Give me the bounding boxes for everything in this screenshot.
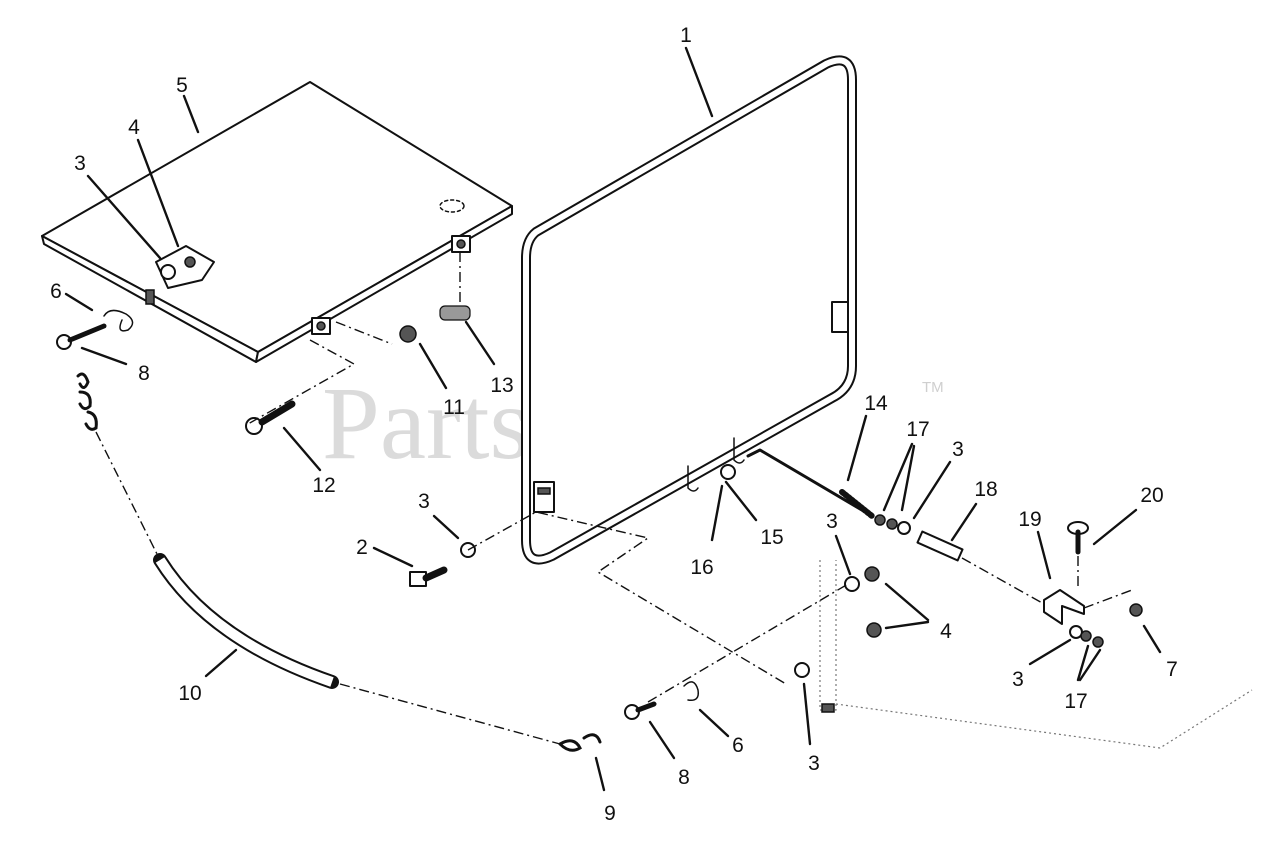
callout-11: 11: [443, 396, 465, 419]
callout-9: 9: [604, 802, 616, 825]
callout-6-upper: 6: [50, 280, 62, 303]
callout-3-post: 3: [826, 510, 838, 533]
callout-8-lower: 8: [678, 766, 690, 789]
callout-labels: 1 5 4 3 6 8 11 13 12 3 2 10 15 16 14 17 …: [50, 24, 1178, 825]
callout-12: 12: [312, 474, 335, 497]
callout-14: 14: [864, 392, 888, 415]
callout-5: 5: [176, 74, 188, 97]
callout-3-rod: 3: [952, 438, 964, 461]
callout-8-upper: 8: [138, 362, 150, 385]
callout-3-bracket: 3: [1012, 668, 1024, 691]
leader-lines: [64, 46, 1162, 792]
lid-panel: [41, 81, 513, 363]
hardware: [56, 305, 1253, 749]
callout-3-left: 3: [418, 490, 430, 513]
callout-1: 1: [680, 24, 692, 47]
callout-17-lower: 17: [1064, 690, 1087, 713]
chain-and-hose: [76, 372, 602, 752]
assembly-lines: [95, 252, 1133, 745]
callout-19: 19: [1018, 508, 1041, 531]
callout-17-upper: 17: [906, 418, 929, 441]
callout-10: 10: [178, 682, 201, 705]
callout-16: 16: [690, 556, 713, 579]
callout-2: 2: [356, 536, 368, 559]
callout-15: 15: [760, 526, 783, 549]
callout-3-lid: 3: [74, 152, 86, 175]
callout-6-lower: 6: [732, 734, 744, 757]
callout-3-lower: 3: [808, 752, 820, 775]
callout-18: 18: [974, 478, 997, 501]
callout-13: 13: [490, 374, 513, 397]
callout-4-lid: 4: [128, 116, 140, 139]
watermark-trademark: TM: [922, 379, 944, 396]
callout-4-post: 4: [940, 620, 952, 643]
callout-7: 7: [1166, 658, 1178, 681]
callout-20: 20: [1140, 484, 1163, 507]
frame: [521, 55, 875, 565]
